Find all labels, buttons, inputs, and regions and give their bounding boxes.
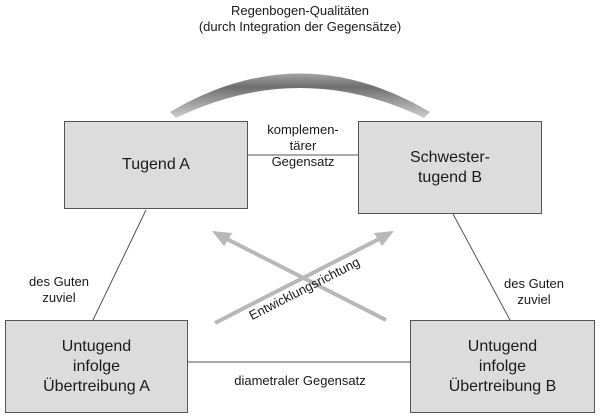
label-des-guten-zuviel-left: des Guten zuviel	[20, 274, 98, 306]
label-guten-right-line-1: des Guten	[504, 276, 564, 291]
rainbow-arc	[170, 73, 430, 118]
box-tugend-a-label: Tugend A	[122, 156, 190, 173]
box-schwester-line-1: Schwester-	[409, 148, 491, 166]
arrow-head-left	[212, 231, 232, 246]
box-untugend-b-line-2: infolge	[478, 357, 527, 375]
label-guten-left-line-1: des Guten	[29, 274, 89, 289]
label-komplementaer-line-1: komplemen-	[267, 122, 339, 137]
title-line-2: (durch Integration der Gegensätze)	[198, 19, 402, 34]
box-untugend-a-line-2: infolge	[72, 357, 121, 375]
box-untugend-a-line-1: Untugend	[61, 337, 132, 355]
connector-left	[92, 209, 147, 321]
arrow-head-right	[374, 231, 394, 246]
label-komplementaer-line-3: Gegensatz	[271, 154, 335, 169]
label-komplementaerer-gegensatz: komplemen- tärer Gegensatz	[250, 122, 356, 170]
arrow-to-schwestertugend	[214, 234, 386, 325]
connector-right	[452, 213, 511, 321]
label-komplementaer-line-2: tärer	[289, 138, 317, 153]
diagram-title: Regenbogen-Qualitäten (durch Integration…	[0, 3, 600, 35]
box-schwester-line-2: tugend B	[417, 168, 483, 186]
box-tugend-a: Tugend A	[64, 121, 248, 209]
label-des-guten-zuviel-right: des Guten zuviel	[494, 276, 574, 308]
box-untugend-b-line-1: Untugend	[467, 337, 538, 355]
label-guten-right-line-2: zuviel	[517, 292, 551, 307]
title-line-1: Regenbogen-Qualitäten	[230, 3, 370, 18]
box-schwestertugend-b: Schwester- tugend B	[358, 121, 542, 214]
box-untugend-a-line-3: Übertreibung A	[43, 377, 150, 395]
box-untugend-b: Untugend infolge Übertreibung B	[410, 320, 595, 413]
label-guten-left-line-2: zuviel	[42, 290, 76, 305]
box-untugend-a: Untugend infolge Übertreibung A	[5, 320, 188, 413]
box-untugend-b-line-3: Übertreibung B	[448, 377, 557, 395]
label-diametraler-gegensatz: diametraler Gegensatz	[234, 373, 366, 388]
